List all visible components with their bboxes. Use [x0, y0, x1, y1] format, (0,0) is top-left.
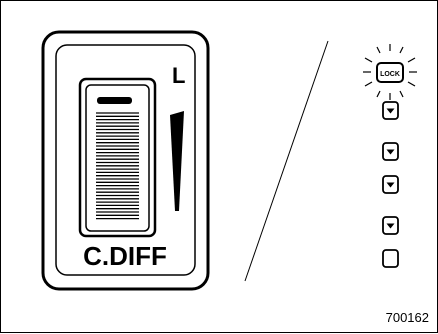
center-diff-dial — [80, 79, 155, 236]
center-diff-switch-panel: L C.DIFF — [43, 32, 208, 289]
arrow-down-indicator-icon — [383, 102, 398, 119]
lock-indicator: LOCK — [363, 44, 417, 100]
arrow-down-indicator-icon — [383, 217, 398, 234]
arrow-down-indicator-icon — [383, 176, 398, 193]
divider-line — [245, 41, 328, 281]
empty-indicator-icon — [383, 250, 398, 267]
lock-indicator-label: LOCK — [380, 71, 400, 78]
level-indicators — [383, 102, 398, 267]
dial-position-marker — [97, 97, 132, 104]
scale-label: L — [172, 63, 185, 88]
switch-label: C.DIFF — [83, 241, 167, 271]
figure-code: 700162 — [386, 310, 429, 325]
arrow-down-indicator-icon — [383, 143, 398, 160]
indicator-column: LOCK — [363, 44, 417, 267]
